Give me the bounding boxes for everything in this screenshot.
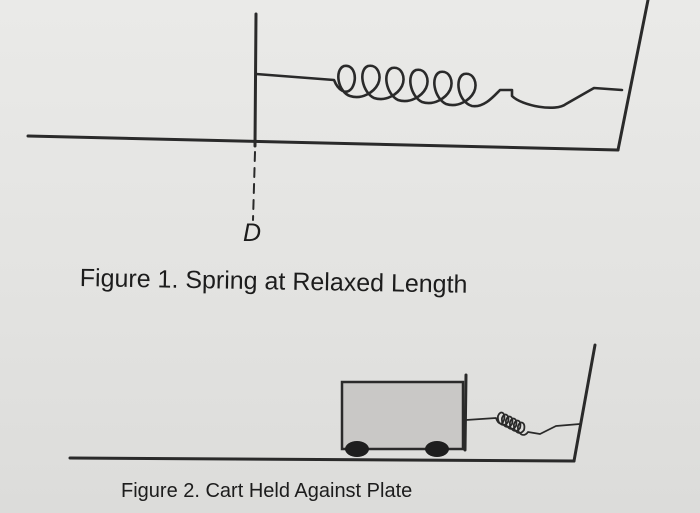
cart-body (340, 380, 465, 451)
reference-marker-label: D (243, 219, 262, 247)
fig1-spring (254, 64, 624, 109)
figure1-apparatus (26, 0, 650, 221)
fig1-plate (253, 12, 258, 148)
fig1-dashed-reference-line (252, 151, 256, 221)
figure2-caption: Figure 2. Cart Held Against Plate (121, 480, 413, 502)
fig2-floor-line (68, 456, 576, 463)
figure2-apparatus (68, 343, 597, 463)
fig2-plate (463, 373, 468, 452)
cart-wheel-right (425, 441, 449, 457)
cart-wheel-left (345, 441, 369, 457)
fig2-spring (465, 411, 581, 436)
fig1-floor-line (26, 134, 620, 152)
fig1-wall-line (616, 0, 650, 152)
fig2-wall-line (572, 343, 597, 463)
